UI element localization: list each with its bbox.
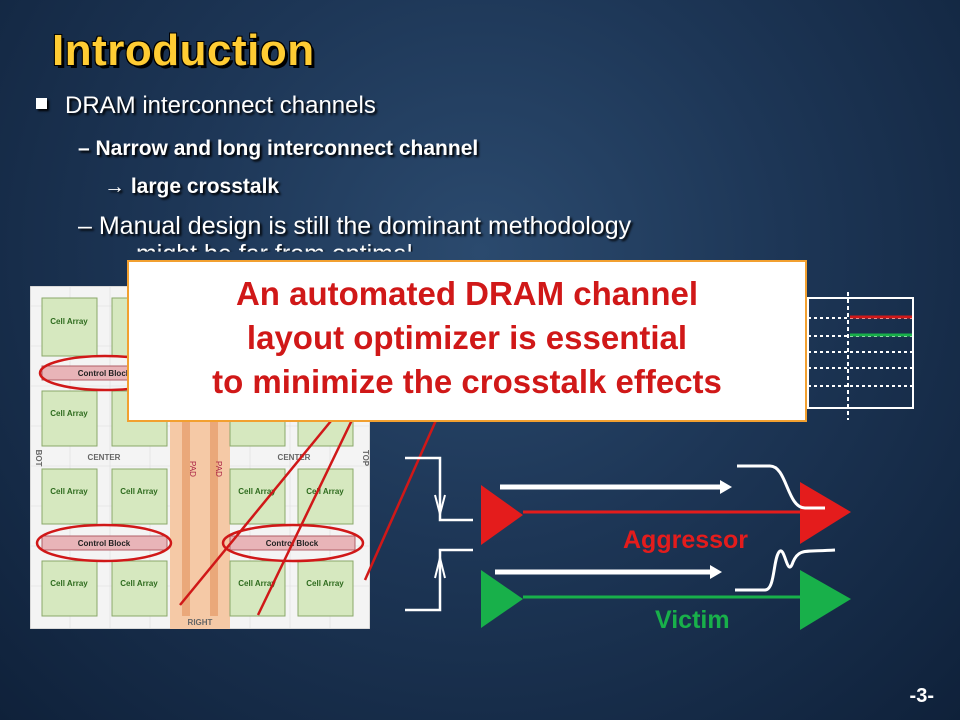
control-block-label-3: Control Block (266, 539, 319, 548)
center-label-left: CENTER (88, 453, 121, 462)
callout-line-3: to minimize the crosstalk effects (212, 363, 722, 400)
pad-label-left: PAD (188, 461, 197, 477)
bullet-dram-channels: DRAM interconnect channels (36, 92, 376, 120)
callout-line-1: An automated DRAM channel (235, 275, 699, 312)
pad-label-right: PAD (214, 461, 223, 477)
aggressor-label: Aggressor (623, 526, 748, 554)
top-label: TOP (361, 450, 370, 467)
victim-label: Victim (655, 606, 730, 634)
cell-label-3: Cell Array (50, 487, 88, 496)
bot-label: BOT (34, 450, 43, 467)
cell-label-6: Cell Array (306, 487, 344, 496)
sub-bullet-narrow-cont: → large crosstalk (104, 175, 280, 198)
cell-label-1: Cell Array (50, 317, 88, 326)
slide-title: Introduction (52, 26, 315, 75)
callout-box: An automated DRAM channel layout optimiz… (127, 260, 807, 422)
page-number: -3- (909, 685, 934, 707)
cell-label-2: Cell Array (50, 409, 88, 418)
center-label-right: CENTER (278, 453, 311, 462)
cell-label-7: Cell Array (50, 579, 88, 588)
cell-label-8: Cell Array (120, 579, 158, 588)
sub-bullet-narrow: – Narrow and long interconnect channel (78, 137, 479, 160)
sub-bullet-manual-cont: → might be far from optimal (104, 240, 413, 268)
cell-label-4: Cell Array (120, 487, 158, 496)
cell-label-9: Cell Array (238, 579, 276, 588)
bullet-square-icon (36, 98, 47, 110)
right-label: RIGHT (188, 618, 213, 627)
control-block-label-1: Control Block (78, 369, 131, 378)
cell-label-5: Cell Array (238, 487, 276, 496)
sub-bullet-manual: – Manual design is still the dominant me… (78, 212, 632, 240)
control-block-label-2: Control Block (78, 539, 131, 548)
crosstalk-diagram: Aggressor Victim (405, 456, 851, 634)
callout-line-2: layout optimizer is essential (246, 319, 688, 356)
cell-label-10: Cell Array (306, 579, 344, 588)
bullet-text: DRAM interconnect channels (65, 92, 376, 119)
